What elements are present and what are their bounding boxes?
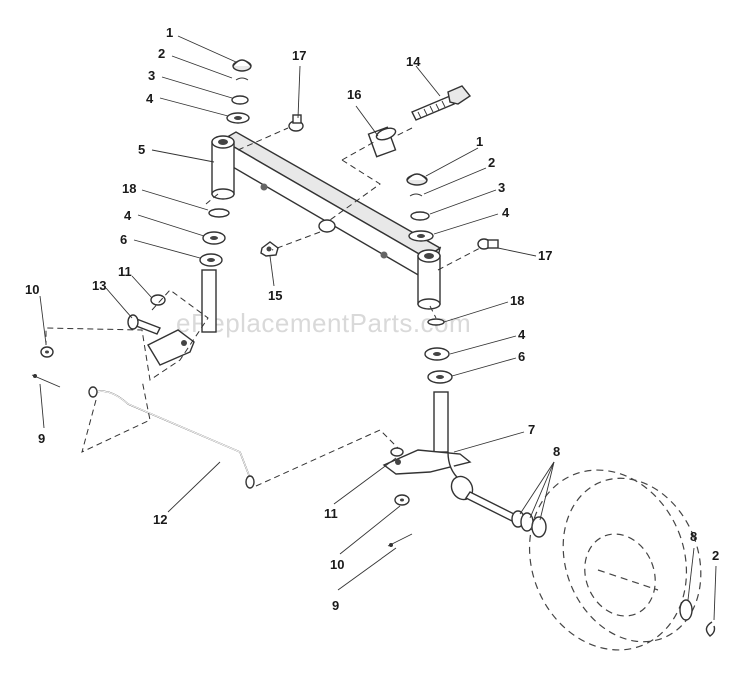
leader-lines (39, 35, 717, 621)
callout-4-left-top: 4 (146, 91, 154, 106)
callout-10-left: 10 (25, 282, 39, 297)
callout-4-right-bottom: 4 (518, 327, 526, 342)
callout-9-left: 9 (38, 431, 45, 446)
callouts: 1 2 3 4 5 18 4 6 11 13 10 9 12 17 16 14 … (25, 25, 719, 613)
callout-18-right: 18 (510, 293, 524, 308)
watermark: eReplacementParts.com (176, 308, 471, 338)
callout-12: 12 (153, 512, 167, 527)
callout-11-left: 11 (118, 264, 132, 279)
callout-17-right: 17 (538, 248, 552, 263)
wheel-assembly (528, 469, 716, 651)
callout-8-right: 8 (553, 444, 560, 459)
callout-3-left: 3 (148, 68, 155, 83)
left-tie-hardware (31, 346, 61, 388)
callout-10-right: 10 (330, 557, 344, 572)
callout-2-left: 2 (158, 46, 165, 61)
callout-2-far-right: 2 (712, 548, 719, 563)
right-spindle (382, 391, 547, 547)
callout-11-right: 11 (324, 506, 338, 521)
axle-beam (211, 131, 442, 310)
callout-3-right: 3 (498, 180, 505, 195)
callout-5: 5 (138, 142, 145, 157)
callout-4-right-top: 4 (502, 205, 510, 220)
callout-7: 7 (528, 422, 535, 437)
callout-2-right: 2 (488, 155, 495, 170)
callout-1-left: 1 (166, 25, 173, 40)
callout-9-right: 9 (332, 598, 339, 613)
callout-15: 15 (268, 288, 282, 303)
callout-16: 16 (347, 87, 361, 102)
callout-6-left: 6 (120, 232, 127, 247)
left-spindle-hardware (127, 59, 252, 366)
drag-link (88, 386, 255, 489)
callout-13: 13 (92, 278, 106, 293)
callout-14: 14 (406, 54, 421, 69)
callout-1-right: 1 (476, 134, 483, 149)
assembly-lines (45, 127, 481, 487)
callout-8-far-right: 8 (690, 529, 697, 544)
right-spindle-hardware (406, 173, 453, 384)
bolt-and-spacer (260, 85, 499, 257)
callout-6-right: 6 (518, 349, 525, 364)
callout-17-left: 17 (292, 48, 306, 63)
callout-4-left-bottom: 4 (124, 208, 132, 223)
callout-18-left: 18 (122, 181, 136, 196)
